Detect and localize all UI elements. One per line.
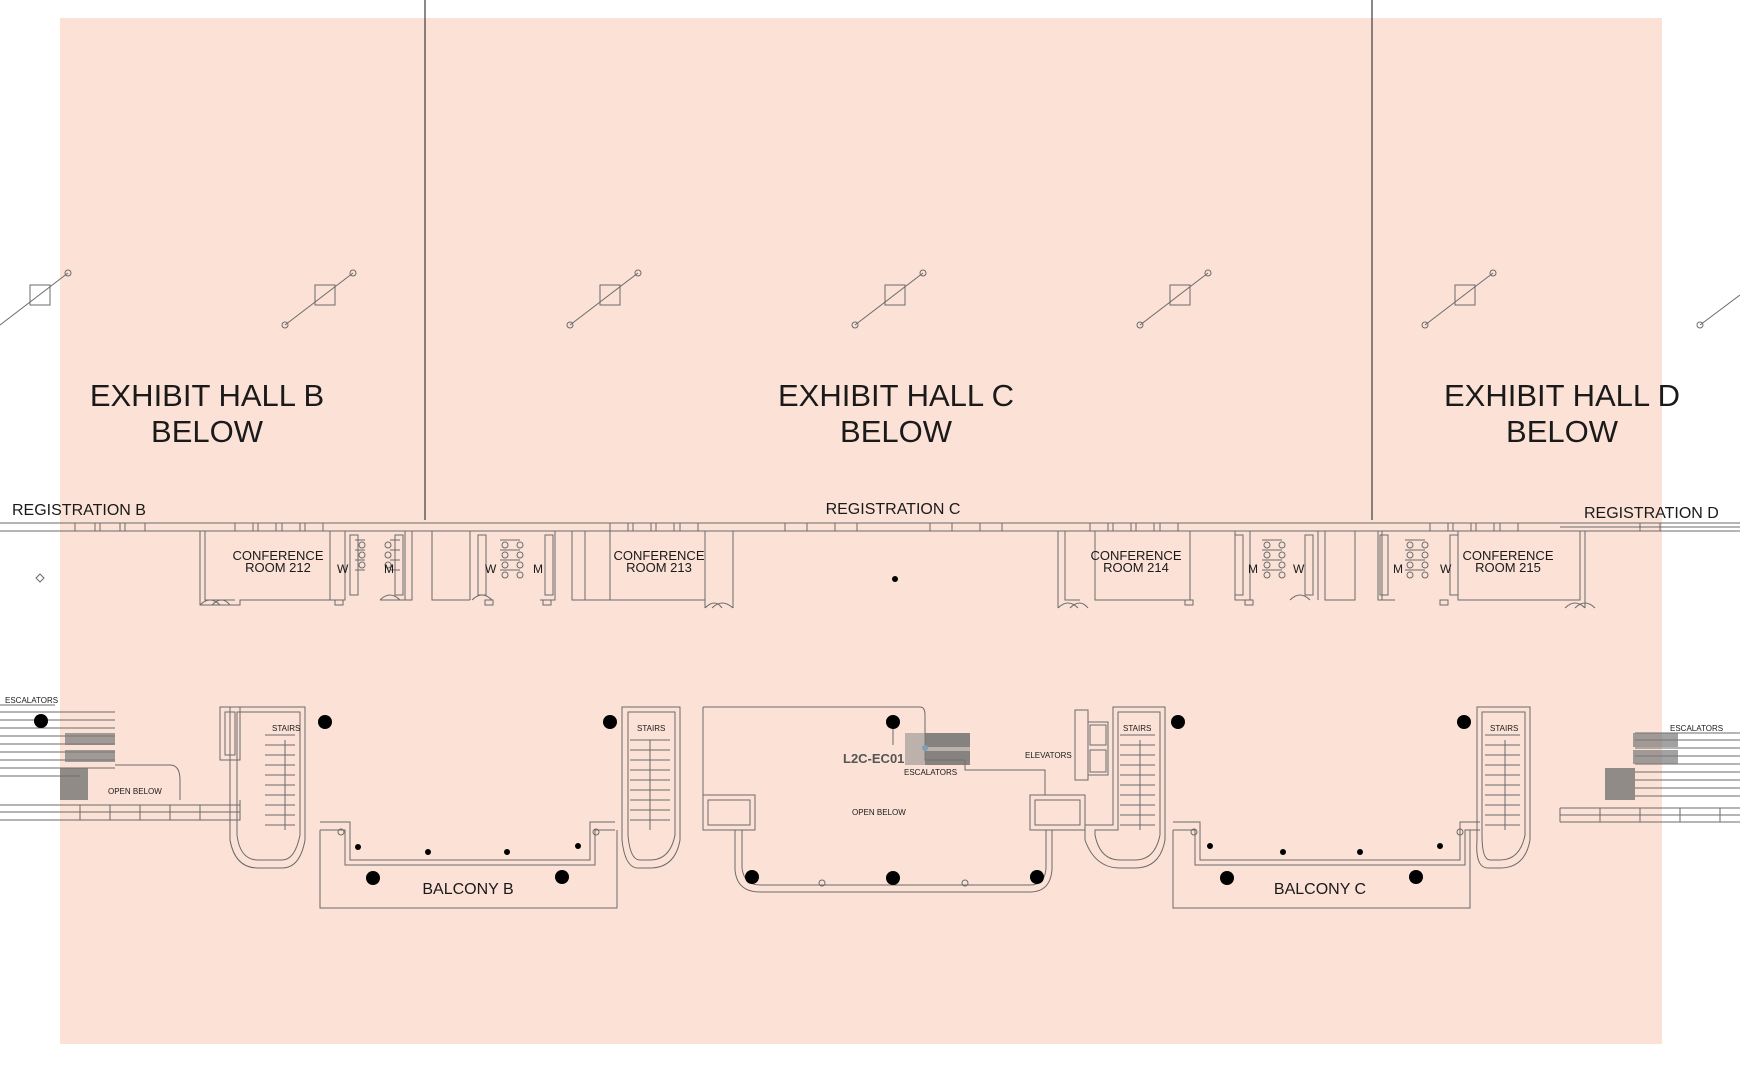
column (1171, 715, 1185, 729)
column (886, 871, 900, 885)
hall-b-label: EXHIBIT HALL B (90, 378, 324, 413)
right-escalator-bank (1559, 732, 1740, 823)
registration-b-label: REGISTRATION B (12, 502, 146, 519)
fixture-symbol (566, 269, 642, 329)
fixture-symbol (1421, 269, 1497, 329)
stairs-b-label: STAIRS (272, 724, 300, 733)
conference-room-214-label: CONFERENCE (1090, 548, 1181, 563)
stairs-c-left-label: STAIRS (637, 724, 665, 733)
open-below-left-label: OPEN BELOW (108, 787, 162, 796)
womens-restroom-bc-label: W (485, 562, 497, 576)
room-block-bc (431, 531, 585, 606)
conference-room-213-number: ROOM 213 (626, 560, 692, 575)
column (1280, 849, 1286, 855)
balcony-c-label: BALCONY C (1274, 881, 1366, 898)
room-block-215 (1377, 531, 1596, 609)
womens-restroom-d-label: W (1440, 562, 1452, 576)
column (603, 715, 617, 729)
room-block-214 (1057, 531, 1194, 609)
balcony-b (319, 821, 618, 909)
column (1030, 870, 1044, 884)
column (34, 714, 48, 728)
hall-d-label: EXHIBIT HALL D (1444, 378, 1680, 413)
column (555, 870, 569, 884)
fixture-symbols (0, 269, 1740, 329)
registration-c-label: REGISTRATION C (826, 501, 961, 518)
column (886, 715, 900, 729)
registration-corridor (0, 522, 1740, 532)
womens-restroom-cd-label: W (1293, 562, 1305, 576)
column (1457, 715, 1471, 729)
stairs-c-right (1084, 706, 1166, 869)
room-block-cd (1234, 531, 1356, 606)
mens-restroom-label: M (384, 562, 394, 576)
mens-restroom-d-label: M (1393, 562, 1403, 576)
stairs-d-label: STAIRS (1490, 724, 1518, 733)
hall-c-sublabel: BELOW (840, 414, 953, 449)
balcony-c (1172, 821, 1480, 909)
fixture-symbol (281, 269, 357, 329)
hall-c-label: EXHIBIT HALL C (778, 378, 1014, 413)
escalators-right-label: ESCALATORS (1670, 724, 1723, 733)
column (355, 844, 361, 850)
stairs-c-right-label: STAIRS (1123, 724, 1151, 733)
column (1220, 871, 1234, 885)
diamond-marker (35, 573, 45, 583)
conference-room-215-label: CONFERENCE (1462, 548, 1553, 563)
escalator-code-label: L2C-EC01 (843, 751, 904, 766)
left-escalator-bank (0, 704, 241, 821)
escalators-left-label: ESCALATORS (5, 696, 58, 705)
column (504, 849, 510, 855)
fixture-symbol (0, 269, 72, 326)
stairs-c-left (621, 706, 681, 869)
central-atrium (702, 706, 1086, 893)
fixture-symbol (1696, 294, 1740, 329)
column (366, 871, 380, 885)
stairs-d (1476, 706, 1531, 869)
womens-restroom-label: W (337, 562, 349, 576)
center-marker (892, 576, 898, 582)
open-below-center-label: OPEN BELOW (852, 808, 906, 817)
column (425, 849, 431, 855)
column (1357, 849, 1363, 855)
fixture-symbol (851, 269, 927, 329)
restroom-stalls-b (349, 534, 404, 596)
column (1437, 843, 1443, 849)
column (575, 843, 581, 849)
elevator-bank (1074, 709, 1109, 781)
column (1409, 870, 1423, 884)
conference-room-215-number: ROOM 215 (1475, 560, 1541, 575)
mens-restroom-bc-label: M (533, 562, 543, 576)
column (1207, 843, 1213, 849)
balcony-b-label: BALCONY B (422, 881, 513, 898)
room-block-213 (584, 531, 734, 609)
stairs-b (219, 706, 306, 869)
escalators-center-label: ESCALATORS (904, 768, 957, 777)
hall-b-sublabel: BELOW (151, 414, 264, 449)
conference-room-213-label: CONFERENCE (613, 548, 704, 563)
fixture-symbol (1136, 269, 1212, 329)
conference-room-214-number: ROOM 214 (1103, 560, 1169, 575)
elevators-label: ELEVATORS (1025, 751, 1072, 760)
registration-d-label: REGISTRATION D (1584, 505, 1719, 522)
hall-d-sublabel: BELOW (1506, 414, 1619, 449)
mens-restroom-cd-label: M (1248, 562, 1258, 576)
column (318, 715, 332, 729)
conference-room-212-label: CONFERENCE (232, 548, 323, 563)
conference-room-212-number: ROOM 212 (245, 560, 311, 575)
room-block-b (199, 530, 413, 606)
column (745, 870, 759, 884)
